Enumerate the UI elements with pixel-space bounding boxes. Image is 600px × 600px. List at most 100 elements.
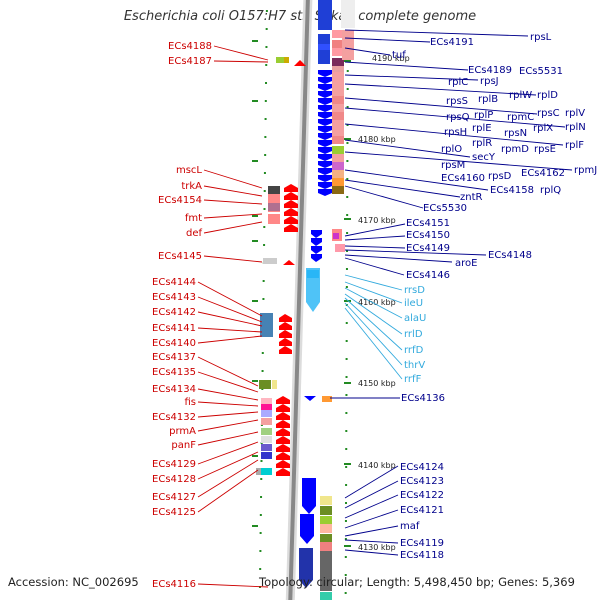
forward-gene-label-leader xyxy=(344,97,538,115)
forward-gene-box xyxy=(332,146,344,154)
forward-gene-label-leader xyxy=(344,107,566,128)
reverse-gene-arrow xyxy=(284,184,298,192)
reverse-gene-box xyxy=(260,313,273,337)
reverse-gene-label-leader xyxy=(197,371,259,393)
forward-gene-box xyxy=(332,72,344,80)
tick-dot-right xyxy=(346,142,349,144)
tick-dot-left xyxy=(264,118,267,120)
forward-gene-label: ECs4121 xyxy=(400,505,444,516)
reverse-gene-label-leader xyxy=(197,451,259,480)
reverse-gene-arrow xyxy=(284,192,298,200)
forward-gene-label: ECs4150 xyxy=(406,230,450,241)
kbp-scale-label: 4190 kbp xyxy=(372,54,410,63)
forward-gene-box xyxy=(320,496,332,505)
tick-dot-right xyxy=(346,178,349,180)
backbone-line xyxy=(288,0,310,600)
tick-dash-left xyxy=(252,525,258,527)
reverse-gene-arrow xyxy=(284,200,298,208)
forward-gene-box xyxy=(342,30,354,60)
forward-gene-label-leader xyxy=(344,257,405,276)
tick-dot-left xyxy=(265,10,268,12)
forward-gene-label: secY xyxy=(472,152,496,163)
reverse-gene-label: mscL xyxy=(176,165,202,176)
reverse-gene-label-leader xyxy=(197,335,263,344)
tick-dot-left xyxy=(260,460,263,462)
forward-gene-label-leader xyxy=(344,61,469,71)
tick-dot-left xyxy=(265,82,268,84)
reverse-gene-box xyxy=(261,452,272,459)
tick-dash-left xyxy=(252,380,258,382)
forward-gene-arrow xyxy=(318,175,332,182)
forward-gene-arrow xyxy=(318,98,332,105)
forward-gene-box xyxy=(320,524,332,533)
tick-dot-left xyxy=(263,172,266,174)
reverse-gene-label: ECs4145 xyxy=(158,251,202,262)
reverse-gene-label: ECs4187 xyxy=(168,56,212,67)
forward-gene-box xyxy=(332,80,344,88)
forward-gene-label: rplO xyxy=(441,144,462,155)
forward-gene-label: ECs4162 xyxy=(521,168,565,179)
reverse-gene-label-leader xyxy=(197,431,259,446)
reverse-gene-label-leader xyxy=(203,169,263,189)
forward-gene-label-leader xyxy=(344,179,461,198)
forward-gene-arrow xyxy=(318,119,332,126)
forward-gene-arrow xyxy=(311,238,322,246)
reverse-gene-label: ECs4137 xyxy=(152,352,196,363)
tick-dot-left xyxy=(260,496,263,498)
forward-gene-box xyxy=(333,233,339,239)
reverse-gene-label-leader xyxy=(197,583,269,588)
reverse-gene-label-leader xyxy=(197,311,263,327)
forward-gene-label-leader xyxy=(344,169,489,191)
forward-gene-label: ECs4151 xyxy=(406,218,450,229)
forward-gene-box xyxy=(320,592,332,600)
forward-gene-box xyxy=(332,186,344,194)
forward-gene-box xyxy=(332,154,344,162)
tick-dot-right xyxy=(345,448,348,450)
rna-gene-label: rrfF xyxy=(404,374,422,385)
tick-dot-right xyxy=(344,592,347,594)
forward-gene-arrow xyxy=(318,147,332,154)
tick-dot-right xyxy=(345,430,348,432)
tick-dot-right xyxy=(346,232,349,234)
forward-gene-label: ECs4160 xyxy=(441,173,485,184)
forward-gene-label-leader xyxy=(344,249,487,256)
tick-dot-right xyxy=(345,286,348,288)
tick-dot-left xyxy=(263,190,266,192)
forward-gene-label-leader xyxy=(344,74,479,81)
tick-dash-left xyxy=(252,40,258,42)
forward-gene-label-leader xyxy=(344,185,424,209)
kbp-scale-label: 4140 kbp xyxy=(358,461,396,470)
tick-dot-left xyxy=(263,226,266,228)
reverse-gene-arrow xyxy=(276,420,290,428)
kbp-scale-label: 4180 kbp xyxy=(358,135,396,144)
tick-dot-right xyxy=(345,340,348,342)
forward-gene-box xyxy=(332,88,344,96)
tick-dot-right xyxy=(346,214,349,216)
reverse-gene-label-leader xyxy=(197,327,263,333)
forward-gene-arrow xyxy=(318,105,332,112)
forward-gene-label: ECs4148 xyxy=(488,250,532,261)
kbp-scale-label: 4150 kbp xyxy=(358,379,396,388)
reverse-gene-arrow xyxy=(276,444,290,452)
reverse-gene-label-leader xyxy=(197,411,259,418)
reverse-gene-label-leader xyxy=(197,469,259,513)
reverse-gene-label: def xyxy=(186,228,203,239)
forward-gene-label: zntR xyxy=(460,192,483,203)
forward-gene-box xyxy=(322,396,332,402)
reverse-gene-box xyxy=(263,258,277,264)
forward-gene-label: rplW xyxy=(509,90,532,101)
rna-gene-label: alaU xyxy=(404,313,426,324)
map-title: Escherichia coli O157:H7 str. Sakai, com… xyxy=(123,9,477,24)
forward-gene-arrow xyxy=(318,112,332,119)
reverse-gene-label: ECs4128 xyxy=(152,474,196,485)
forward-gene-label: rpsC xyxy=(537,108,560,119)
rna-gene-label-leader xyxy=(344,287,403,319)
reverse-gene-label: ECs4135 xyxy=(152,367,196,378)
reverse-gene-label-leader xyxy=(197,401,259,407)
forward-gene-arrow xyxy=(299,548,313,588)
forward-gene-label: ECs5530 xyxy=(423,203,467,214)
tick-dot-right xyxy=(345,376,348,378)
forward-gene-label: ECs4118 xyxy=(400,550,444,561)
reverse-gene-label: ECs4143 xyxy=(152,292,196,303)
reverse-gene-label: fmt xyxy=(185,213,202,224)
